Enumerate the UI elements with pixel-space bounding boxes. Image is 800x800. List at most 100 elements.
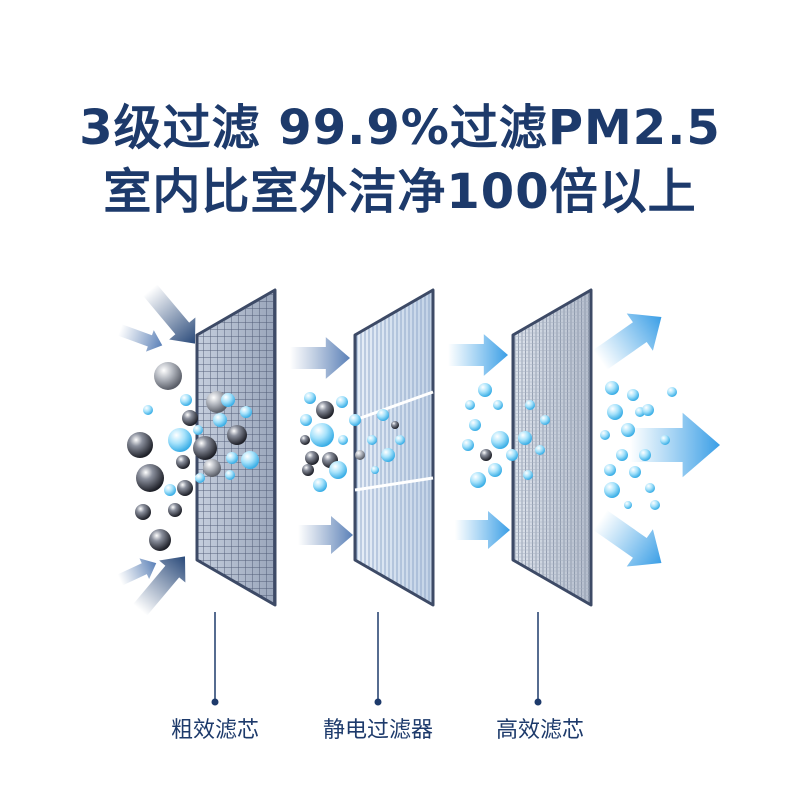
clean-air-particle — [491, 431, 509, 449]
clean-air-particle — [488, 463, 502, 477]
airflow-arrow-in — [133, 556, 186, 616]
clean-air-particle — [650, 500, 660, 510]
filter-panel-electrostatic — [353, 288, 435, 607]
clean-air-particle — [195, 473, 205, 483]
clean-air-particle — [304, 392, 316, 404]
electrostatic-divider — [354, 476, 434, 492]
airflow-arrow-stage — [298, 516, 353, 554]
clean-air-particle — [300, 414, 312, 426]
stage-label-coarse-filter: 粗效滤芯 — [170, 718, 259, 743]
dust-particle — [127, 432, 153, 458]
airflow-arrow-out — [593, 510, 662, 567]
dust-particle — [176, 455, 190, 469]
clean-air-particle — [221, 393, 235, 407]
clean-air-particle — [143, 405, 153, 415]
clean-air-particle — [470, 472, 486, 488]
leader-dot — [534, 698, 542, 706]
electrostatic-divider — [354, 390, 434, 422]
headline-line-2: 室内比室外洁净100倍以上 — [103, 164, 697, 220]
clean-air-particle — [395, 435, 405, 445]
clean-air-particle — [607, 404, 623, 420]
clean-air-particle — [506, 449, 518, 461]
filter-panels — [195, 288, 593, 607]
stage-label-hepa-filter: 高效滤芯 — [495, 718, 584, 743]
filter-panel-hepa — [511, 288, 593, 607]
clean-air-particle — [465, 400, 475, 410]
dust-particle — [136, 464, 164, 492]
dust-particle — [302, 464, 314, 476]
clean-air-particle — [164, 484, 176, 496]
filter-panel-coarse — [195, 288, 277, 607]
clean-air-particle — [535, 445, 545, 455]
clean-air-particle — [213, 413, 227, 427]
dust-particle — [149, 529, 171, 551]
clean-air-particle — [241, 451, 259, 469]
clean-air-particle — [627, 389, 639, 401]
clean-air-particle — [518, 431, 532, 445]
clean-air-particle — [523, 470, 533, 480]
clean-air-particle — [600, 430, 610, 440]
clean-air-particle — [493, 400, 503, 410]
dust-particle — [305, 451, 319, 465]
clean-air-particle — [667, 387, 677, 397]
dust-particle — [391, 421, 399, 429]
clean-air-particle — [168, 428, 192, 452]
clean-air-particle — [645, 483, 655, 493]
airflow-arrow-stage — [448, 334, 508, 376]
clean-air-particle — [371, 466, 379, 474]
dust-particle — [177, 480, 193, 496]
dust-particle — [182, 410, 198, 426]
clean-air-particle — [367, 435, 377, 445]
airflow-arrow-in — [117, 324, 163, 352]
clean-air-particle — [616, 449, 628, 461]
clean-air-particle — [240, 406, 252, 418]
clean-air-particle — [377, 409, 389, 421]
clean-air-particle — [310, 423, 334, 447]
particles — [127, 362, 677, 551]
dust-particle — [203, 459, 221, 477]
airflow-arrow-stage — [290, 337, 350, 379]
label-leader-lines — [211, 612, 542, 706]
dust-particle — [154, 362, 182, 390]
clean-air-particle — [329, 461, 347, 479]
clean-air-particle — [605, 381, 619, 395]
clean-air-particle — [642, 404, 654, 416]
clean-air-particle — [180, 394, 192, 406]
dust-particle — [135, 504, 151, 520]
clean-air-particle — [225, 470, 235, 480]
dust-particle — [168, 503, 182, 517]
airflow-arrow-out — [630, 412, 720, 478]
stage-label-electrostatic-filter: 静电过滤器 — [322, 718, 433, 743]
clean-air-particle — [336, 396, 348, 408]
clean-air-particle — [525, 400, 535, 410]
clean-air-particle — [381, 448, 395, 462]
dust-particle — [480, 449, 492, 461]
clean-air-particle — [604, 482, 620, 498]
clean-air-particle — [604, 464, 616, 476]
clean-air-particle — [629, 466, 641, 478]
headline-line-1: 3级过滤 99.9%过滤PM2.5 — [79, 100, 721, 156]
clean-air-particle — [226, 452, 238, 464]
clean-air-particle — [540, 415, 550, 425]
clean-air-particle — [349, 414, 361, 426]
dust-particle — [227, 425, 247, 445]
airflow-arrow-stage — [455, 511, 510, 549]
clean-air-particle — [193, 425, 203, 435]
clean-air-particle — [639, 449, 651, 461]
clean-air-particle — [621, 423, 635, 437]
dust-particle — [355, 450, 365, 460]
clean-air-particle — [478, 383, 492, 397]
leader-dot — [374, 698, 382, 706]
airflow-arrow-in — [143, 284, 196, 344]
clean-air-particle — [469, 419, 481, 431]
clean-air-particle — [660, 435, 670, 445]
airflow-arrows — [117, 284, 720, 616]
dust-particle — [316, 401, 334, 419]
dust-particle — [300, 435, 310, 445]
leader-dot — [211, 698, 219, 706]
clean-air-particle — [462, 439, 474, 451]
clean-air-particle — [313, 478, 327, 492]
airflow-arrow-in — [117, 558, 157, 586]
clean-air-particle — [624, 501, 632, 509]
